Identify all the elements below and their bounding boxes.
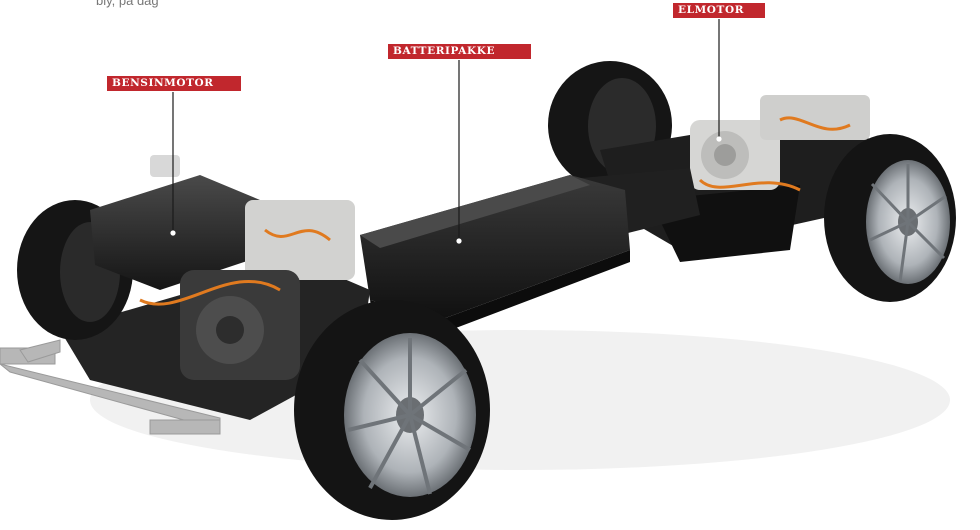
rear-right-wheel [824,134,956,302]
electric-motor [690,95,870,192]
engine-marker [170,230,176,236]
caption-text: bly, på dag [96,0,159,8]
front-right-wheel [294,300,490,520]
label-elmotor: ELMOTOR [673,3,765,18]
battery-marker [456,238,462,244]
battery-pack [360,175,630,334]
tow-frame [0,339,221,435]
label-batteripakke: BATTERIPAKKE [388,44,531,59]
leader-lines [172,19,720,240]
label-bensinmotor: BENSINMOTOR [107,76,241,91]
gasoline-engine [90,155,355,380]
motor-marker [716,136,722,142]
